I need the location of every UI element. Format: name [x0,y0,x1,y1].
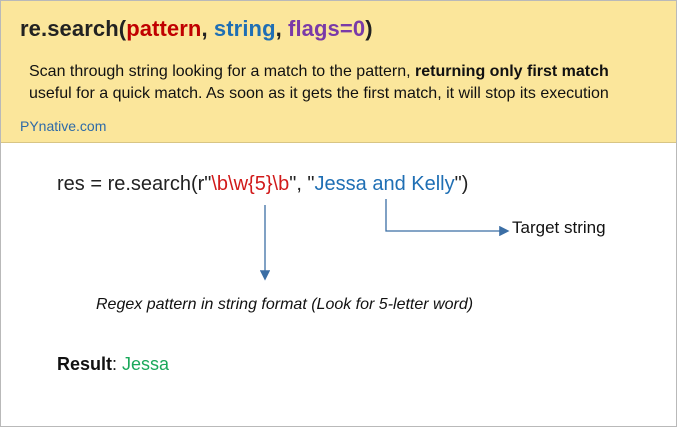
code-middle: ", " [289,173,315,195]
code-regex: \b\w{5}\b [211,173,290,195]
function-signature: re.search(pattern, string, flags=0) [20,16,373,42]
signature-string: string [213,16,276,41]
signature-sep2: , [275,16,289,41]
regex-pattern-label: Regex pattern in string format (Look for… [96,296,474,313]
description-line1-text: Scan through string looking for a match … [29,63,415,80]
description-line1-bold: returning only first match [415,63,609,80]
result-colon: : [112,354,123,374]
target-arrow [385,199,510,237]
description-line-1: Scan through string looking for a match … [29,61,609,83]
brand-label: PYnative.com [20,118,107,134]
signature-func: re.search( [20,16,127,41]
result-line: Result: Jessa [57,354,169,375]
signature-close: ) [365,16,373,41]
target-string-label: Target string [512,218,606,237]
signature-flags: flags=0 [288,16,366,41]
result-label: Result [57,354,113,374]
code-prefix: res = re.search(r" [57,173,212,195]
signature-pattern: pattern [126,16,202,41]
description-line-2: useful for a quick match. As soon as it … [29,85,609,102]
code-target-string: Jessa and Kelly [314,173,455,195]
result-value: Jessa [122,354,170,374]
code-suffix: ") [454,173,469,195]
description: Scan through string looking for a match … [29,61,609,105]
header-panel: re.search(pattern, string, flags=0) Scan… [1,1,676,143]
signature-sep1: , [201,16,214,41]
code-line: res = re.search(r"\b\w{5}\b", "Jessa and… [57,173,468,196]
